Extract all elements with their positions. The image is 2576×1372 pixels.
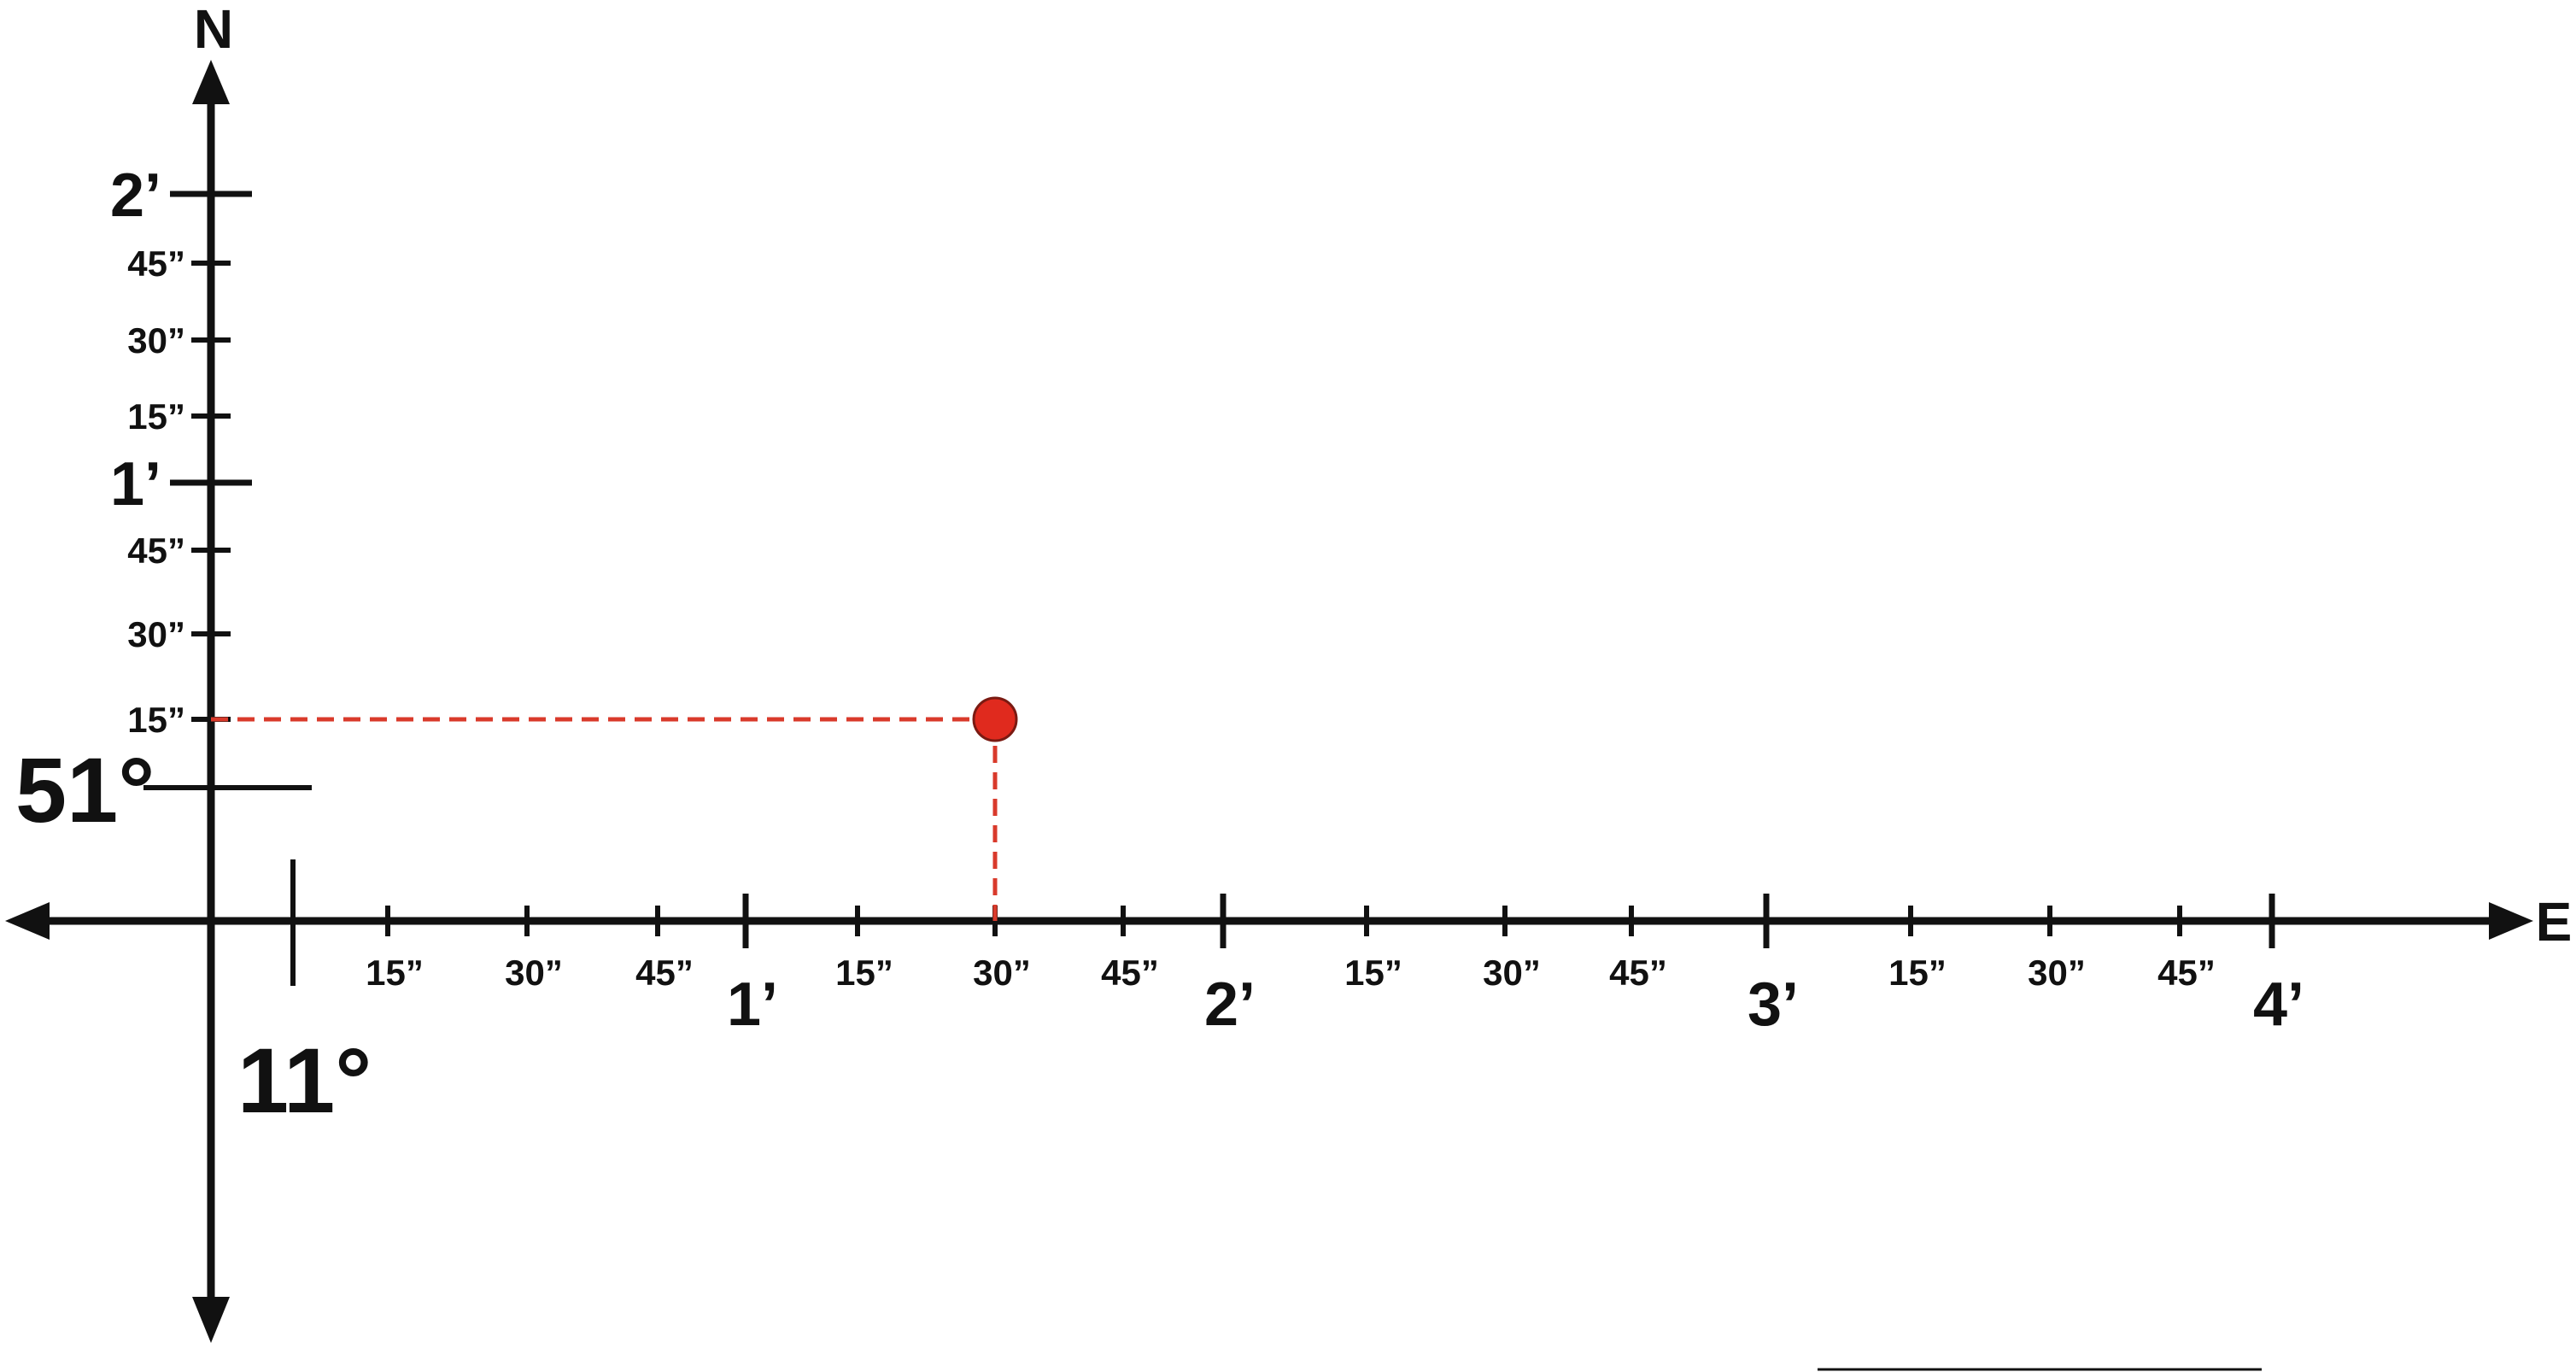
west-arrowhead [5,902,50,940]
north-arrowhead [192,60,230,104]
east-tick-label: 3’ [1748,970,1799,1039]
east-tick-label: 45” [635,953,694,993]
east-axis-ticks: 15” 30” 45” 1’ 15” 30” 45” 2’ 15” 30” 45” 3’ 15” 30” 4… [366,894,2304,1039]
east-tick-label: 30” [2028,953,2086,993]
east-tick-label: 4’ [2253,970,2304,1039]
longitude-origin-label: 11° [237,1029,372,1132]
north-tick-label: 45” [127,531,185,571]
east-tick-label: 2’ [1204,970,1256,1039]
north-tick-label: 30” [127,320,185,361]
east-tick-label: 15” [366,953,424,993]
north-label: N [194,0,233,60]
east-tick-label: 30” [973,953,1031,993]
north-axis-ticks: 15” 30” 45” 1’ 15” 30” 45” 2’ [110,161,252,740]
east-label: E [2536,891,2573,953]
east-tick-label: 15” [1888,953,1947,993]
latitude-origin-label: 51° [15,738,155,841]
east-tick-label: 15” [1344,953,1402,993]
north-tick-label: 2’ [110,161,161,230]
east-tick-label: 1’ [727,970,778,1039]
north-tick-label: 30” [127,614,185,654]
north-tick-label: 45” [127,243,185,284]
east-tick-label: 45” [1101,953,1159,993]
north-tick-label: 15” [127,700,185,740]
east-tick-label: 45” [1609,953,1667,993]
north-tick-label: 15” [127,396,185,437]
east-tick-label: 15” [835,953,893,993]
location-point [972,696,1018,742]
south-arrowhead [192,1297,230,1343]
east-tick-label: 30” [1483,953,1541,993]
east-tick-label: 45” [2157,953,2216,993]
north-tick-label: 1’ [110,450,161,519]
east-tick-label: 30” [505,953,563,993]
east-arrowhead [2489,902,2533,940]
